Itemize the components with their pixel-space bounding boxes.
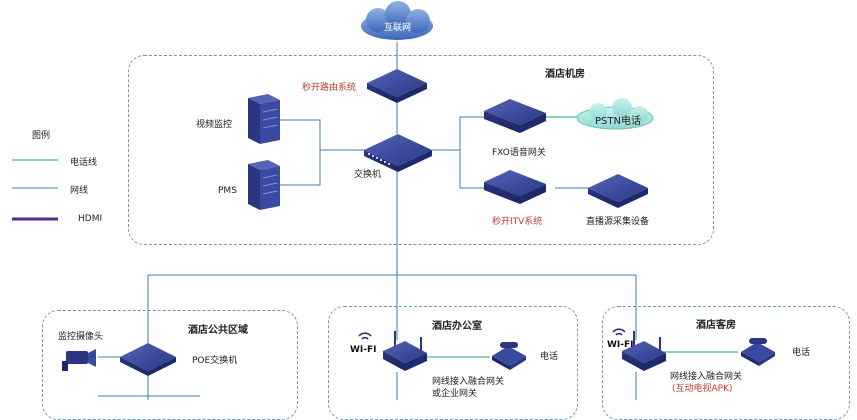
line-fxo-itv — [459, 116, 488, 189]
legend-title: 图例 — [32, 131, 51, 141]
office-phone-icon — [492, 342, 526, 370]
legend-phone-label: 电话线 — [70, 158, 98, 168]
machine-room-zone — [128, 55, 714, 245]
guest-phone-icon — [741, 338, 775, 366]
diagram-canvas — [12, 1, 775, 400]
office-gateway-label-2: 或企业网关 — [432, 389, 478, 399]
guest-gateway-icon — [622, 331, 666, 371]
video-server-icon — [248, 94, 280, 144]
guest-wifi-label: WI-FI — [607, 340, 634, 350]
legend-net-label: 网线 — [70, 186, 89, 196]
guest-wifi-icon — [612, 328, 626, 336]
switch-icon — [364, 134, 432, 172]
office-gateway-icon — [383, 331, 427, 371]
poe-label: POE交换机 — [192, 356, 238, 366]
video-label: 视频监控 — [196, 120, 233, 130]
itv-label: 秒开ITV系统 — [492, 217, 543, 227]
itv-system-icon — [484, 170, 546, 204]
guest-gateway-label-1: 网线接入融合网关 — [670, 372, 743, 382]
guest-gateway-label-2: (互动电视APK) — [672, 384, 733, 394]
router-icon — [367, 69, 427, 103]
phone-lines — [12, 116, 738, 358]
machine-room-title: 酒店机房 — [545, 69, 585, 80]
cloud-label: 互联网 — [384, 23, 412, 33]
legend-hdmi-label: HDMI — [78, 214, 103, 224]
guest-phone-label: 电话 — [792, 348, 811, 358]
office-gateway-label-1: 网线接入融合网关 — [432, 377, 505, 387]
fxo-label: FXO语音网关 — [492, 148, 546, 158]
line-servers — [280, 119, 321, 186]
internet-cloud-icon — [361, 1, 433, 40]
office-wifi-icon — [358, 332, 372, 340]
office-phone-label: 电话 — [540, 352, 559, 362]
network-diagram: 互联网 图例 电话线 网线 HDMI 酒店机房 秒开路由系统 视频监控 PMS … — [12, 1, 850, 420]
fxo-gateway-icon — [484, 99, 546, 133]
router-label: 秒开路由系统 — [302, 83, 357, 93]
live-source-label: 直播源采集设备 — [586, 217, 650, 227]
camera-label: 监控摄像头 — [58, 332, 104, 342]
network-lines — [12, 42, 637, 400]
pms-server-icon — [248, 160, 280, 210]
pstn-cloud-icon — [576, 98, 654, 130]
poe-switch-icon — [120, 343, 176, 376]
live-source-device-icon — [588, 174, 648, 208]
office-wifi-label: WI-FI — [350, 345, 377, 355]
pms-label: PMS — [218, 186, 237, 196]
pstn-label: PSTN电话 — [595, 116, 641, 127]
camera-icon — [62, 349, 96, 371]
guest-room-title: 酒店客房 — [696, 320, 736, 331]
public-area-title: 酒店公共区域 — [188, 325, 248, 336]
office-title: 酒店办公室 — [432, 321, 482, 332]
switch-label: 交换机 — [354, 170, 382, 180]
